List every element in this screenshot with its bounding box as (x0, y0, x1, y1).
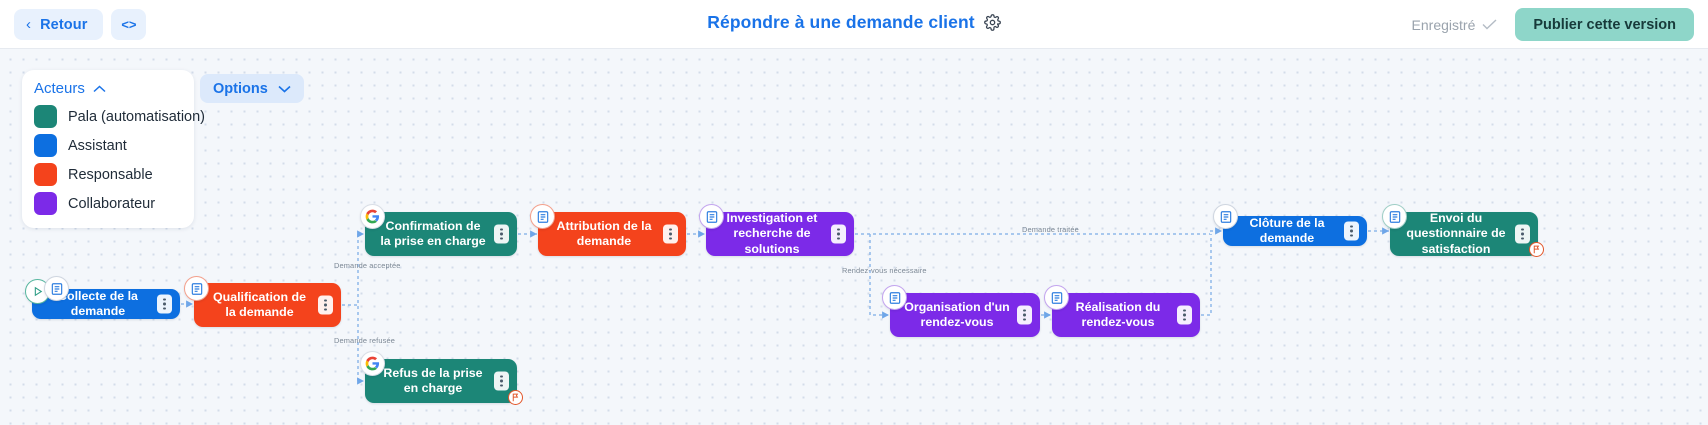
color-swatch (34, 105, 57, 128)
header-right-group: Enregistré Publier cette version (1412, 8, 1694, 41)
node-qualification-de-la-demande[interactable]: Qualification de la demande (194, 283, 341, 327)
document-icon[interactable] (882, 285, 907, 310)
node-label: Qualification de la demande (208, 290, 311, 320)
document-icon[interactable] (1044, 285, 1069, 310)
node-menu-button[interactable] (494, 372, 509, 391)
node-label: Investigation et recherche de solutions (720, 211, 824, 256)
save-status: Enregistré (1412, 17, 1498, 33)
node-menu-button[interactable] (663, 225, 678, 244)
node-cloture-de-la-demande[interactable]: Clôture de la demande (1223, 216, 1367, 246)
google-icon[interactable] (360, 351, 385, 376)
end-flag-icon[interactable] (1529, 242, 1544, 257)
node-menu-button[interactable] (318, 296, 333, 315)
back-button[interactable]: ‹ Retour (14, 9, 103, 40)
node-menu-button[interactable] (157, 295, 172, 314)
legend-item-pala[interactable]: Pala (automatisation) (34, 105, 182, 128)
node-label: Organisation d'un rendez-vous (904, 300, 1010, 330)
node-menu-button[interactable] (1515, 225, 1530, 244)
node-attribution-de-la-demande[interactable]: Attribution de la demande (538, 212, 686, 256)
workflow-canvas[interactable]: Demande acceptée Demande refusée Demande… (0, 49, 1708, 425)
node-menu-button[interactable] (1017, 306, 1032, 325)
code-brackets-icon: <> (121, 17, 136, 32)
header-left-group: ‹ Retour <> (14, 9, 146, 40)
node-menu-button[interactable] (1177, 306, 1192, 325)
edge-label: Rendez-vous nécessaire (842, 266, 927, 275)
legend-item-label: Assistant (68, 138, 127, 154)
options-button[interactable]: Options (200, 74, 304, 103)
edge-label: Demande refusée (334, 336, 395, 345)
node-label: Confirmation de la prise en charge (379, 219, 487, 249)
options-button-label: Options (213, 81, 268, 97)
chevron-up-icon (93, 85, 106, 93)
check-icon (1482, 19, 1497, 30)
document-icon[interactable] (1382, 204, 1407, 229)
node-organisation-dun-rendez-vous[interactable]: Organisation d'un rendez-vous (890, 293, 1040, 337)
document-icon[interactable] (699, 204, 724, 229)
edge-label: Demande acceptée (334, 261, 401, 270)
document-icon[interactable] (530, 204, 555, 229)
code-view-button[interactable]: <> (111, 9, 146, 40)
node-menu-button[interactable] (494, 225, 509, 244)
document-icon[interactable] (1213, 204, 1238, 229)
node-refus-de-la-prise-en-charge[interactable]: Refus de la prise en charge (365, 359, 517, 403)
google-icon[interactable] (360, 204, 385, 229)
save-status-label: Enregistré (1412, 17, 1476, 33)
node-label: Clôture de la demande (1237, 216, 1337, 246)
end-flag-icon[interactable] (508, 390, 523, 405)
actors-legend-panel: Acteurs Pala (automatisation) Assistant … (22, 70, 194, 228)
node-confirmation-de-la-prise-en-charge[interactable]: Confirmation de la prise en charge (365, 212, 517, 256)
color-swatch (34, 134, 57, 157)
node-realisation-du-rendez-vous[interactable]: Réalisation du rendez-vous (1052, 293, 1200, 337)
publish-button[interactable]: Publier cette version (1515, 8, 1694, 41)
publish-button-label: Publier cette version (1533, 17, 1676, 33)
page-title: Répondre à une demande client (707, 12, 974, 33)
node-investigation-et-recherche-de-solutions[interactable]: Investigation et recherche de solutions (706, 212, 854, 256)
legend-item-collaborateur[interactable]: Collaborateur (34, 192, 182, 215)
document-icon[interactable] (44, 276, 69, 301)
actors-legend-title: Acteurs (34, 80, 85, 97)
app-header: ‹ Retour <> Répondre à une demande clien… (0, 0, 1708, 49)
chevron-left-icon: ‹ (26, 17, 31, 32)
node-menu-button[interactable] (831, 225, 846, 244)
node-label: Réalisation du rendez-vous (1066, 300, 1170, 330)
actors-legend-header[interactable]: Acteurs (34, 80, 182, 97)
node-label: Refus de la prise en charge (379, 366, 487, 396)
document-icon[interactable] (184, 276, 209, 301)
color-swatch (34, 163, 57, 186)
legend-item-responsable[interactable]: Responsable (34, 163, 182, 186)
edge-label: Demande traitée (1022, 225, 1079, 234)
legend-item-label: Collaborateur (68, 196, 155, 212)
node-envoi-du-questionnaire-de-satisfaction[interactable]: Envoi du questionnaire de satisfaction (1390, 212, 1538, 256)
legend-item-label: Pala (automatisation) (68, 109, 205, 125)
legend-item-assistant[interactable]: Assistant (34, 134, 182, 157)
back-button-label: Retour (40, 17, 87, 33)
node-label: Envoi du questionnaire de satisfaction (1404, 211, 1508, 256)
gear-icon[interactable] (984, 14, 1001, 31)
node-menu-button[interactable] (1344, 222, 1359, 241)
color-swatch (34, 192, 57, 215)
node-label: Attribution de la demande (552, 219, 656, 249)
chevron-down-icon (278, 85, 291, 93)
legend-item-label: Responsable (68, 167, 153, 183)
